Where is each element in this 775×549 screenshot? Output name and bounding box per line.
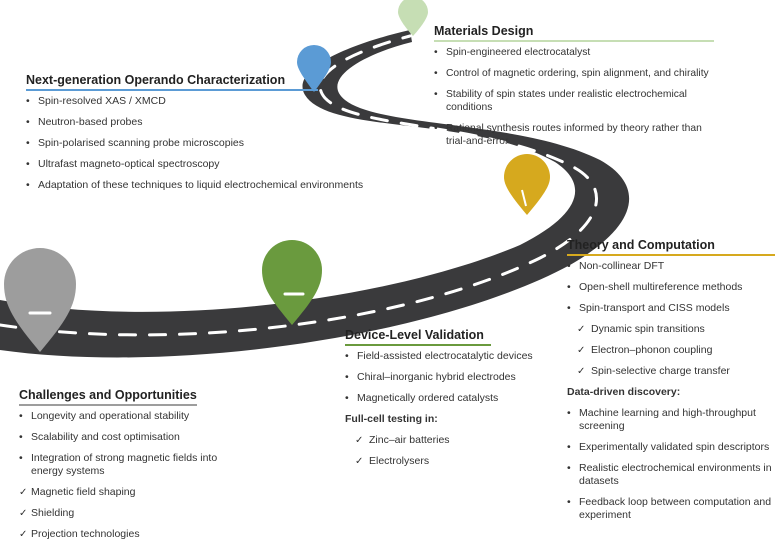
check-item: Projection technologies: [19, 528, 229, 541]
list-item: Scalability and cost optimisation: [19, 431, 229, 444]
list-item: Control of magnetic ordering, spin align…: [434, 67, 714, 80]
list-item: Ultrafast magneto-optical spectroscopy: [26, 158, 386, 171]
list-item: Spin-transport and CISS models: [567, 302, 775, 315]
section-title: Next-generation Operando Characterizatio…: [26, 73, 286, 87]
list-item: Spin-polarised scanning probe microscopi…: [26, 137, 386, 150]
list-item: Longevity and operational stability: [19, 410, 229, 423]
list-item: Adaptation of these techniques to liquid…: [26, 179, 386, 192]
item-list: Machine learning and high-throughput scr…: [567, 407, 775, 522]
item-list: Zinc–air batteries Electrolysers: [345, 434, 545, 468]
section-rule: [26, 89, 318, 91]
check-item: Shielding: [19, 507, 229, 520]
list-item: Magnetically ordered catalysts: [345, 392, 545, 405]
list-item: Rational synthesis routes informed by th…: [434, 122, 714, 148]
section-device-validation: Device-Level Validation Field-assisted e…: [345, 328, 545, 476]
list-item: Open-shell multireference methods: [567, 281, 775, 294]
list-item: Stability of spin states under realistic…: [434, 88, 714, 114]
section-title: Challenges and Opportunities: [19, 388, 197, 402]
item-list: Spin-resolved XAS / XMCD Neutron-based p…: [26, 95, 386, 192]
list-item: Chiral–inorganic hybrid electrodes: [345, 371, 545, 384]
section-rule: [345, 344, 491, 346]
sub-title: Data-driven discovery:: [567, 386, 681, 398]
check-item: Spin-selective charge transfer: [567, 365, 775, 378]
item-list: Spin-engineered electrocatalyst Control …: [434, 46, 714, 148]
list-item: Spin-engineered electrocatalyst: [434, 46, 714, 59]
list-item: Neutron-based probes: [26, 116, 386, 129]
list-item: Feedback loop between computation and ex…: [567, 496, 775, 522]
item-list: Field-assisted electrocatalytic devices …: [345, 350, 545, 405]
pin-theory: [504, 154, 550, 215]
list-item: Field-assisted electrocatalytic devices: [345, 350, 545, 363]
check-item: Dynamic spin transitions: [567, 323, 775, 336]
section-materials-design: Materials Design Spin-engineered electro…: [434, 24, 714, 156]
section-nextgen-characterization: Next-generation Operando Characterizatio…: [26, 73, 386, 200]
pin-challenges: [4, 248, 76, 352]
item-list: Longevity and operational stability Scal…: [19, 410, 229, 541]
list-item: Integration of strong magnetic fields in…: [19, 452, 221, 478]
check-item: Electron–phonon coupling: [567, 344, 775, 357]
section-theory-computation: Theory and Computation Non-collinear DFT…: [567, 238, 775, 530]
list-item: Experimentally validated spin descriptor…: [567, 441, 775, 454]
pin-nextgen: [297, 45, 331, 92]
pin-materials: [398, 0, 428, 36]
road-surface: [0, 30, 630, 358]
list-item: Realistic electrochemical environments i…: [567, 462, 775, 488]
section-title: Materials Design: [434, 24, 534, 38]
sub-title: Full-cell testing in:: [345, 413, 438, 425]
section-rule: [19, 404, 197, 406]
section-rule: [434, 40, 714, 42]
section-challenges-opportunities: Challenges and Opportunities Longevity a…: [19, 388, 229, 549]
section-title: Device-Level Validation: [345, 328, 484, 342]
section-rule: [567, 254, 775, 256]
list-item: Spin-resolved XAS / XMCD: [26, 95, 386, 108]
item-list: Non-collinear DFT Open-shell multirefere…: [567, 260, 775, 378]
section-title: Theory and Computation: [567, 238, 715, 252]
list-item: Non-collinear DFT: [567, 260, 775, 273]
list-item: Machine learning and high-throughput scr…: [567, 407, 775, 433]
check-item: Zinc–air batteries: [345, 434, 545, 447]
pin-device: [262, 240, 322, 325]
check-item: Electrolysers: [345, 455, 545, 468]
check-item: Magnetic field shaping: [19, 486, 229, 499]
